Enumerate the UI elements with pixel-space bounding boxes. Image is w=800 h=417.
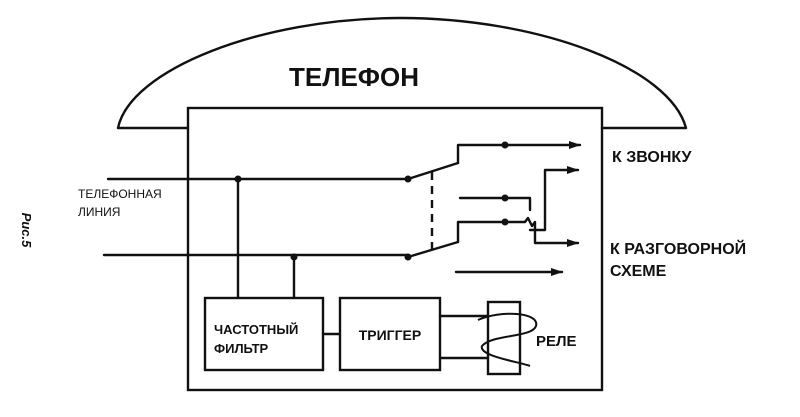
frequency-filter-block bbox=[203, 296, 325, 372]
filter-label-1: ЧАСТОТНЫЙ bbox=[214, 322, 298, 337]
relay-label: РЕЛЕ bbox=[536, 333, 577, 350]
contact-dot bbox=[501, 194, 509, 202]
bell-wire-2 bbox=[458, 196, 532, 212]
speech-output-label-1: К РАЗГОВОРНОЙ bbox=[610, 239, 746, 258]
filter-label-2: ФИЛЬТР bbox=[214, 341, 269, 356]
bell-wire-2b bbox=[528, 166, 580, 232]
trigger-label: ТРИГГЕР bbox=[359, 327, 422, 343]
handset-outline bbox=[116, 16, 688, 130]
bell-wire-1 bbox=[456, 141, 582, 165]
telephone-box bbox=[186, 106, 604, 392]
bell-output-label: К ЗВОНКУ bbox=[612, 149, 693, 166]
relay-coil bbox=[477, 312, 538, 367]
line-label-1: ТЕЛЕФОННАЯ bbox=[78, 187, 162, 201]
figure-label: Рис.5 bbox=[19, 213, 34, 248]
speech-output-label-2: СХЕМЕ bbox=[610, 263, 667, 280]
contact-dot bbox=[501, 141, 509, 149]
line-label-2: ЛИНИЯ bbox=[78, 205, 120, 219]
contact-dot bbox=[501, 218, 509, 226]
speech-wire-1 bbox=[456, 216, 580, 247]
trigger-block bbox=[338, 296, 442, 372]
diagram-title: ТЕЛЕФОН bbox=[289, 62, 419, 92]
switch-blade-top bbox=[406, 161, 460, 181]
